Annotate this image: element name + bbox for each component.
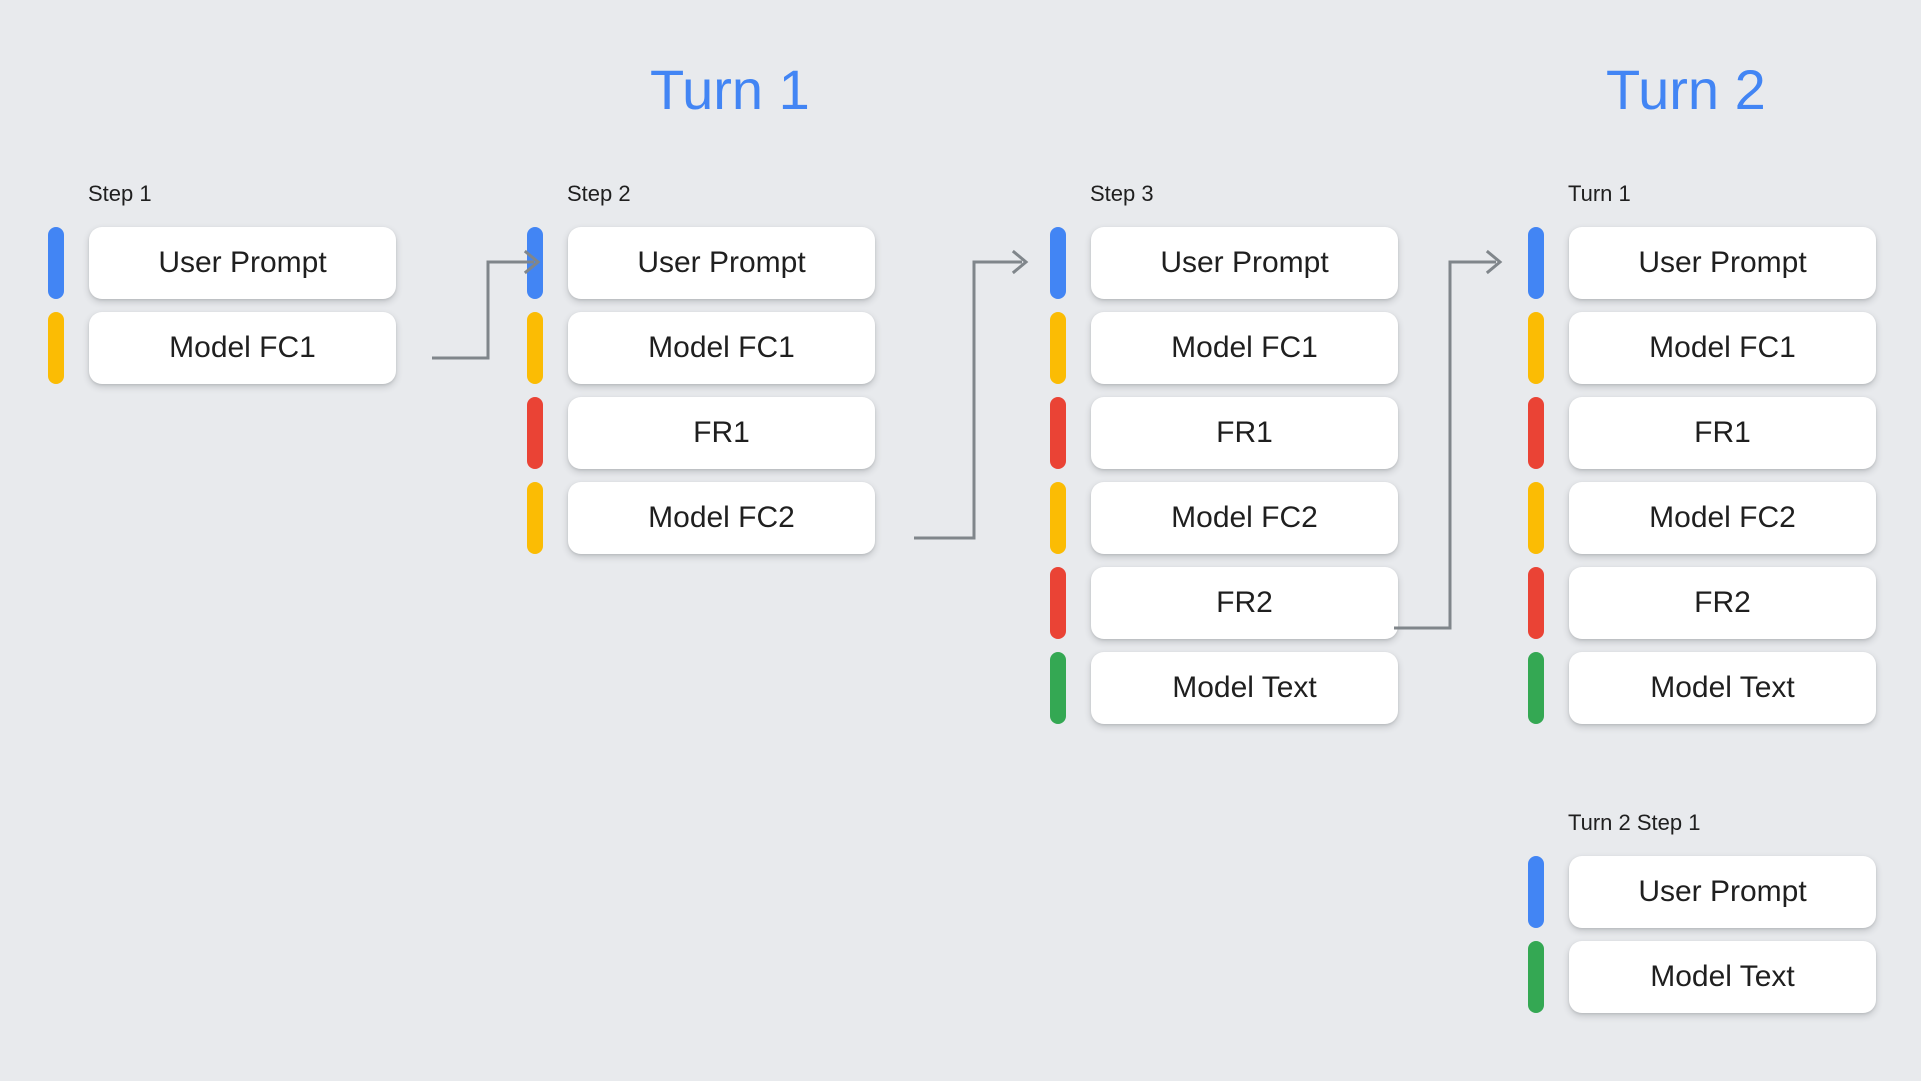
connector-step-2-to-step-3: [914, 249, 1029, 540]
card-label[interactable]: Model FC1: [1091, 312, 1398, 384]
status-bar-red: [1050, 567, 1066, 639]
status-bar-red: [1528, 397, 1544, 469]
card-label[interactable]: FR1: [1569, 397, 1876, 469]
card-label[interactable]: User Prompt: [568, 227, 875, 299]
card-label[interactable]: Model FC1: [89, 312, 396, 384]
status-bar-blue: [1050, 227, 1066, 299]
card-label[interactable]: Model FC1: [568, 312, 875, 384]
list-item[interactable]: User Prompt: [1050, 227, 1398, 299]
status-bar-blue: [527, 227, 543, 299]
list-item[interactable]: Model Text: [1050, 652, 1398, 724]
list-item[interactable]: Model FC1: [1528, 312, 1876, 384]
status-bar-red: [1050, 397, 1066, 469]
column-label-step-3: Step 3: [1090, 181, 1154, 206]
list-item[interactable]: FR1: [1050, 397, 1398, 469]
list-item[interactable]: User Prompt: [1528, 227, 1876, 299]
column-label-step-1: Step 1: [88, 181, 152, 206]
column-label-step-2: Step 2: [567, 181, 631, 206]
column-turn-2-step-1: Turn 2 Step 1 User Prompt Model Text: [1528, 812, 1876, 1013]
column-step-2: Step 2 User Prompt Model FC1 FR1 Model F…: [527, 183, 875, 554]
status-bar-yellow: [1050, 482, 1066, 554]
card-label[interactable]: Model FC1: [1569, 312, 1876, 384]
list-item[interactable]: FR1: [1528, 397, 1876, 469]
list-item[interactable]: User Prompt: [527, 227, 875, 299]
card-label[interactable]: FR2: [1569, 567, 1876, 639]
card-label[interactable]: FR1: [568, 397, 875, 469]
card-label[interactable]: User Prompt: [89, 227, 396, 299]
turn-1-title: Turn 1: [650, 58, 810, 121]
card-label[interactable]: Model FC2: [1091, 482, 1398, 554]
list-item[interactable]: Model Text: [1528, 941, 1876, 1013]
card-label[interactable]: Model FC2: [568, 482, 875, 554]
status-bar-red: [527, 397, 543, 469]
connector-step-3-to-turn-1: [1394, 249, 1503, 630]
list-item[interactable]: Model FC1: [527, 312, 875, 384]
status-bar-yellow: [527, 482, 543, 554]
list-item[interactable]: Model FC2: [527, 482, 875, 554]
turn-2-title: Turn 2: [1606, 58, 1766, 121]
status-bar-yellow: [527, 312, 543, 384]
list-item[interactable]: Model FC1: [1050, 312, 1398, 384]
list-item[interactable]: Model Text: [1528, 652, 1876, 724]
card-label[interactable]: Model Text: [1569, 652, 1876, 724]
status-bar-yellow: [1528, 482, 1544, 554]
status-bar-red: [1528, 567, 1544, 639]
status-bar-yellow: [48, 312, 64, 384]
column-step-3: Step 3 User Prompt Model FC1 FR1 Model F…: [1050, 183, 1398, 724]
list-item[interactable]: Model FC2: [1528, 482, 1876, 554]
status-bar-green: [1528, 652, 1544, 724]
column-step-1: Step 1 User Prompt Model FC1: [48, 183, 396, 384]
card-label[interactable]: FR2: [1091, 567, 1398, 639]
card-label[interactable]: User Prompt: [1091, 227, 1398, 299]
status-bar-blue: [1528, 856, 1544, 928]
card-label[interactable]: FR1: [1091, 397, 1398, 469]
column-label-turn-1: Turn 1: [1568, 181, 1631, 206]
status-bar-green: [1050, 652, 1066, 724]
list-item[interactable]: User Prompt: [1528, 856, 1876, 928]
status-bar-blue: [1528, 227, 1544, 299]
list-item[interactable]: FR1: [527, 397, 875, 469]
list-item[interactable]: Model FC2: [1050, 482, 1398, 554]
status-bar-yellow: [1050, 312, 1066, 384]
card-label[interactable]: Model FC2: [1569, 482, 1876, 554]
list-item[interactable]: FR2: [1528, 567, 1876, 639]
status-bar-yellow: [1528, 312, 1544, 384]
status-bar-green: [1528, 941, 1544, 1013]
card-label[interactable]: Model Text: [1091, 652, 1398, 724]
card-label[interactable]: Model Text: [1569, 941, 1876, 1013]
status-bar-blue: [48, 227, 64, 299]
list-item[interactable]: FR2: [1050, 567, 1398, 639]
card-label[interactable]: User Prompt: [1569, 856, 1876, 928]
column-turn-1: Turn 1 User Prompt Model FC1 FR1 Model F…: [1528, 183, 1876, 724]
list-item[interactable]: Model FC1: [48, 312, 396, 384]
list-item[interactable]: User Prompt: [48, 227, 396, 299]
card-label[interactable]: User Prompt: [1569, 227, 1876, 299]
column-label-turn-2-step-1: Turn 2 Step 1: [1568, 810, 1701, 835]
